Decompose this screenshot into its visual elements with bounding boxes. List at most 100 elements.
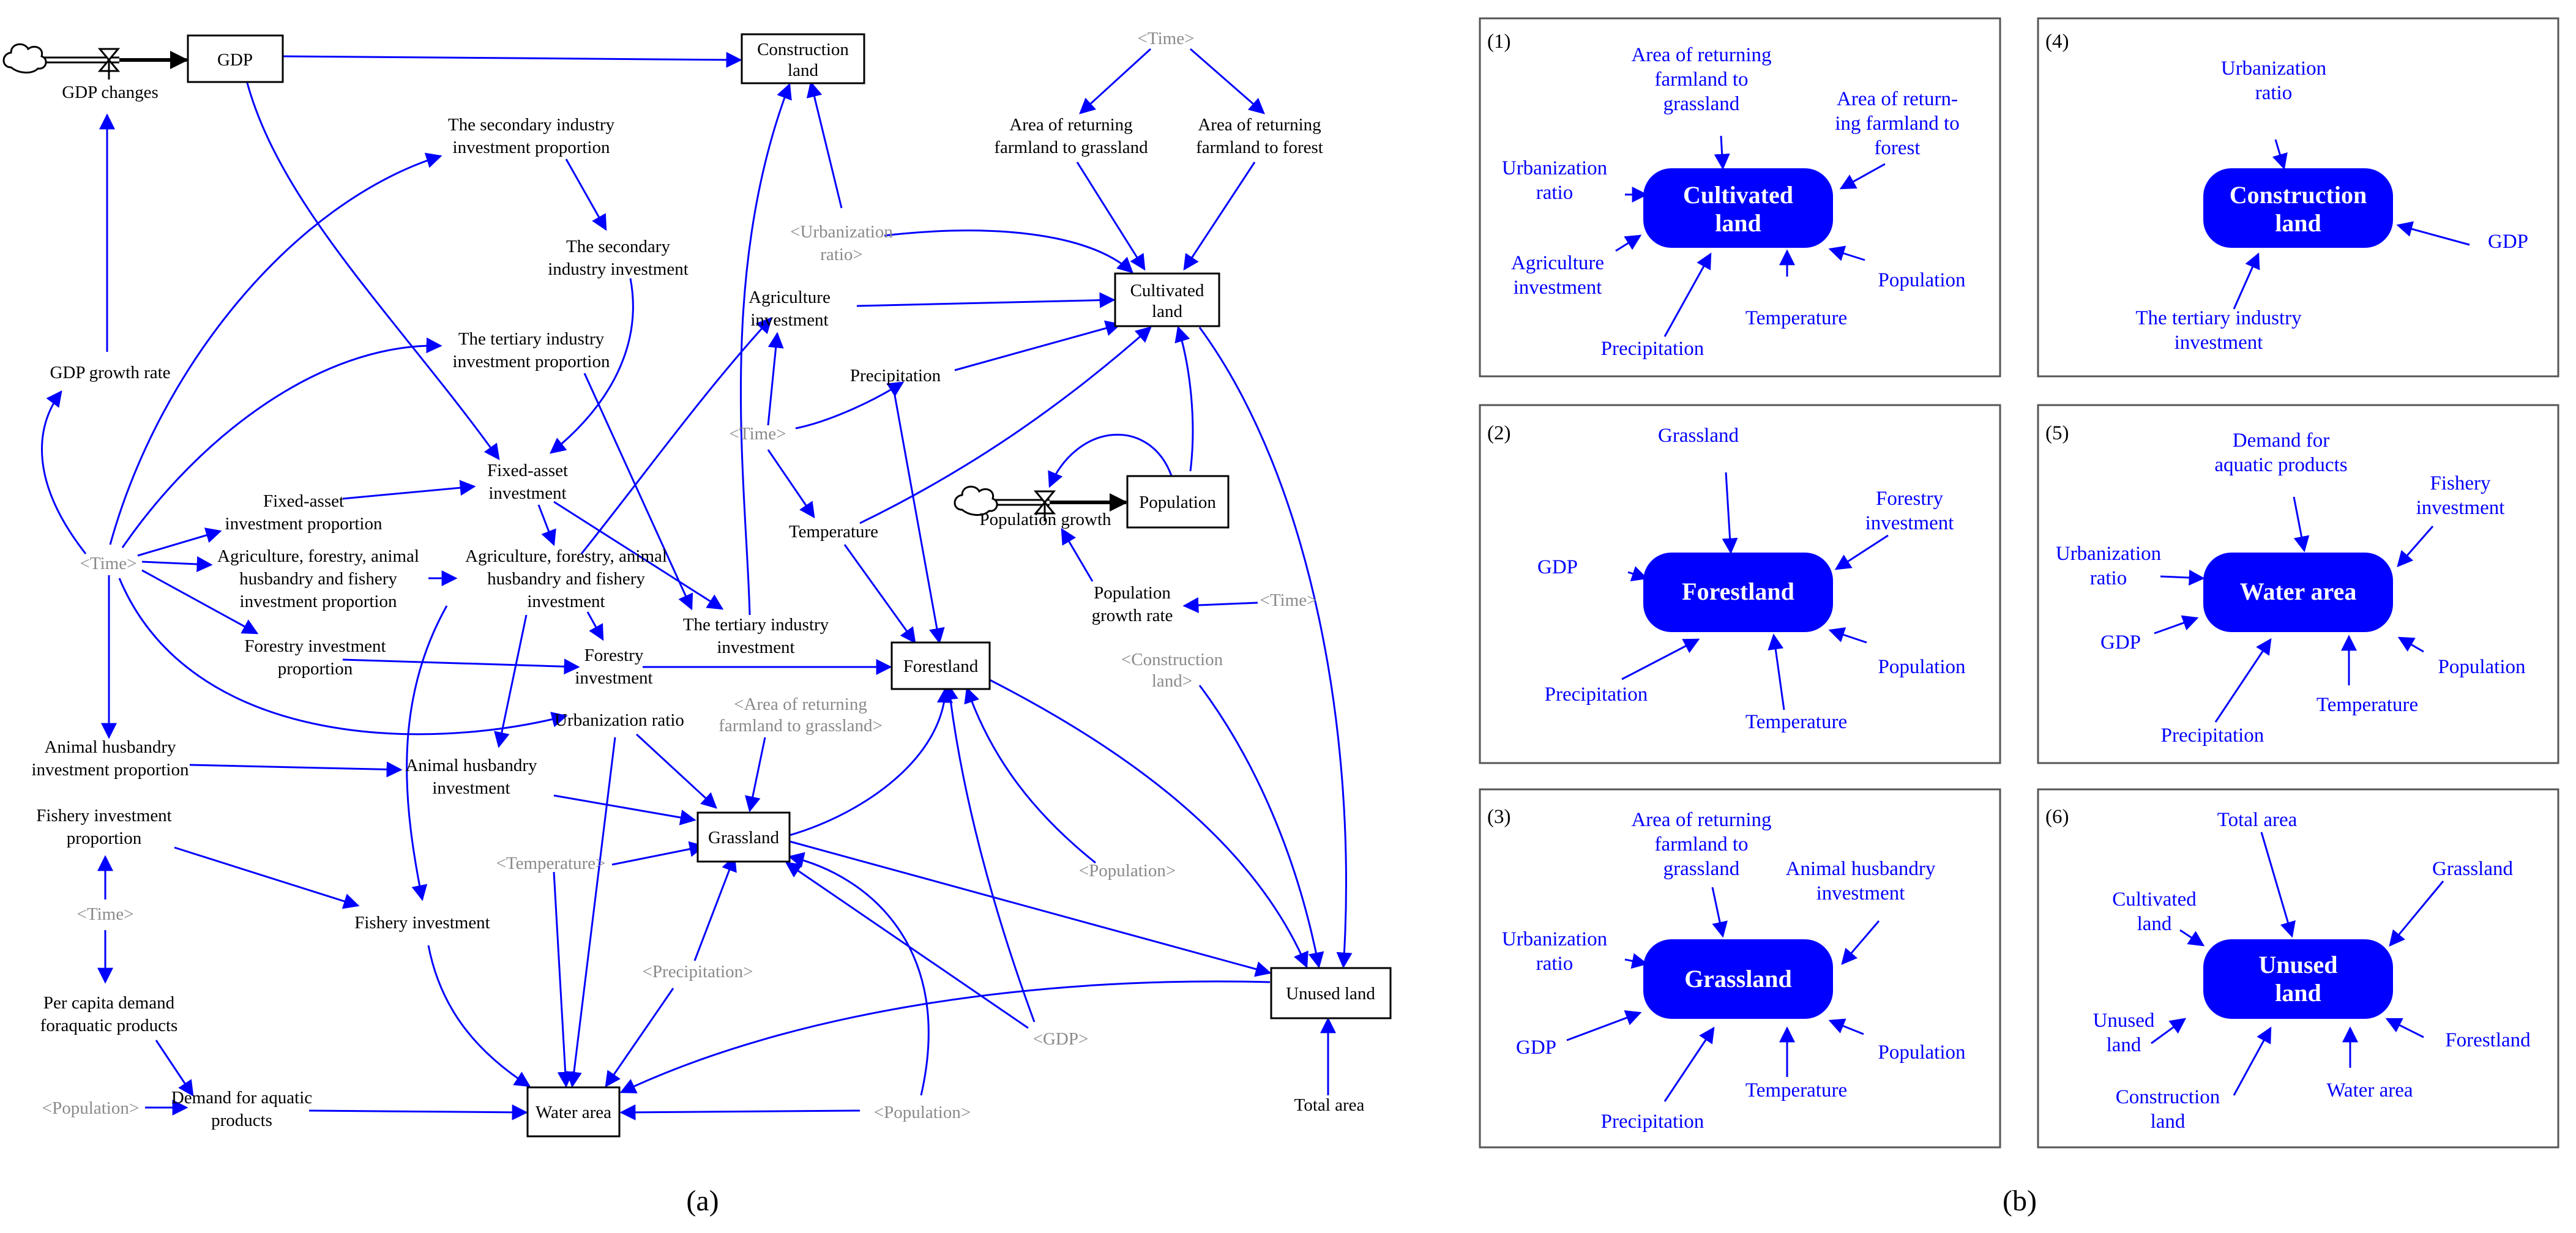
stock-unused-land: Unused land	[1286, 984, 1375, 1004]
panel-3-label-temperature: Temperature	[1745, 1079, 1847, 1101]
panel-2-label-grassland: Grassland	[1658, 425, 1739, 447]
hub-cultivated-land	[1643, 168, 1833, 248]
hub-grassland	[1643, 939, 1833, 1019]
panel-2-label-gdp: GDP	[1537, 556, 1578, 578]
panel-2-label-precipitation: Precipitation	[1545, 684, 1648, 706]
panel-6-label-water-area: Water area	[2326, 1079, 2413, 1101]
panel-3-label-population: Population	[1878, 1041, 1965, 1064]
panel-arrows-b	[1566, 135, 2470, 1102]
causal-links-a	[41, 48, 1353, 1120]
panel-4-number: (4)	[2045, 31, 2069, 53]
shadow-time-fishery: <Time>	[77, 904, 134, 924]
panel-2-hub-text: Forestland	[1682, 578, 1794, 605]
shadow-population-forest: <Population>	[1079, 861, 1176, 881]
panel-3-number: (3)	[1487, 806, 1510, 828]
panel-6-number: (6)	[2045, 806, 2069, 828]
panel-4-label-gdp: GDP	[2488, 231, 2528, 253]
shadow-gdp: <GDP>	[1033, 1029, 1089, 1049]
panel-1-number: (1)	[1487, 31, 1510, 53]
var-urbanization-ratio: Urbanization ratio	[554, 710, 684, 730]
stock-box-population	[1126, 475, 1230, 529]
valve-icon	[1033, 490, 1056, 521]
hub-water-area	[2203, 553, 2393, 632]
valve-icon	[97, 48, 121, 80]
panel-5-hub-text: Water area	[2240, 578, 2357, 605]
var-population-growth: Population growth	[979, 510, 1111, 529]
panel-2-label-temperature: Temperature	[1745, 711, 1847, 733]
stock-box-cultivated	[1114, 272, 1220, 327]
stock-box-forestland	[890, 641, 991, 690]
shadow-time-population: <Time>	[1260, 590, 1317, 610]
panel-1-label-precipitation: Precipitation	[1601, 338, 1704, 360]
var-gdp-growth-rate: GDP growth rate	[50, 363, 170, 382]
stock-box-water	[526, 1086, 621, 1138]
hub-construction-land	[2203, 168, 2393, 248]
hub-unused-land	[2203, 939, 2393, 1019]
stock-grassland: Grassland	[708, 828, 779, 847]
shadow-time-mid: <Time>	[730, 424, 786, 444]
shadow-time-left: <Time>	[80, 554, 137, 573]
stock-gdp: GDP	[217, 50, 253, 70]
hub-forestland	[1643, 553, 1833, 632]
panel-6-label-total-area: Total area	[2217, 809, 2298, 831]
var-gdp-changes: GDP changes	[62, 83, 159, 102]
panel-6-label-grassland: Grassland	[2432, 858, 2513, 880]
stock-population: Population	[1139, 493, 1216, 512]
caption-b: (b)	[2003, 1185, 2037, 1217]
shadow-temperature: <Temperature>	[496, 854, 606, 873]
panel-3-label-precipitation: Precipitation	[1601, 1111, 1704, 1133]
panel-5-label-gdp: GDP	[2100, 631, 2141, 654]
panel-hubs-b	[1643, 168, 2393, 1019]
stock-box-construction	[741, 33, 865, 84]
stock-water-area: Water area	[536, 1103, 611, 1122]
panel-2-number: (2)	[1487, 422, 1510, 444]
panels-b	[1479, 17, 2559, 1149]
stock-boxes-a	[187, 33, 1392, 1138]
panel-5-label-precipitation: Precipitation	[2161, 725, 2264, 747]
stock-forestland: Forestland	[903, 657, 979, 676]
panel-5-number: (5)	[2045, 422, 2069, 444]
stock-box-unused	[1270, 967, 1392, 1019]
cloud-icon	[2, 43, 47, 73]
panel-3-hub-text: Grassland	[1684, 965, 1792, 993]
panel-6-label-forestland: Forestland	[2445, 1029, 2531, 1051]
